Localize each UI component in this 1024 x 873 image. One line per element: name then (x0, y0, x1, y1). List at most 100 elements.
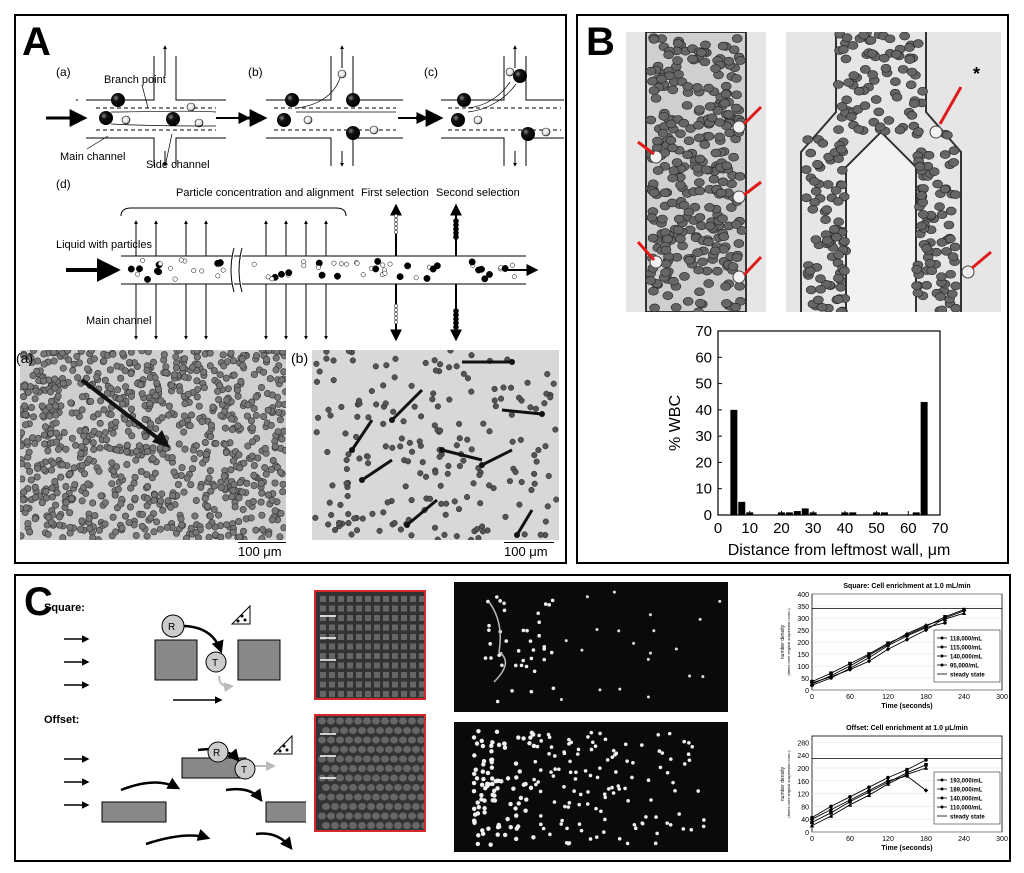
rbc (675, 234, 686, 244)
blood-cell (373, 401, 380, 408)
y-axis-label: (times over original suspension conc.) (786, 750, 791, 818)
rbc (942, 130, 953, 140)
blood-cell (429, 396, 436, 403)
rbc (648, 286, 659, 296)
rbc (723, 56, 735, 66)
red-blood-cell (180, 428, 188, 436)
post (365, 681, 371, 688)
selected-large-particle (453, 218, 459, 224)
fluorescent-cell (626, 798, 630, 803)
red-blood-cell (207, 433, 215, 441)
post (417, 717, 424, 725)
red-blood-cell (157, 497, 165, 505)
selected-small-particle (393, 225, 399, 231)
post (372, 774, 380, 782)
red-blood-cell (210, 505, 218, 513)
rbc (692, 163, 703, 173)
post (356, 653, 362, 659)
bar (873, 512, 881, 515)
blood-cell (464, 375, 471, 382)
post (349, 784, 357, 791)
data-point (866, 659, 872, 664)
rbc (712, 266, 723, 276)
post (356, 643, 362, 650)
red-blood-cell (193, 377, 201, 385)
blood-cell (524, 379, 531, 386)
post (347, 691, 353, 697)
red-blood-cell (282, 388, 286, 396)
red-blood-cell (174, 481, 182, 489)
blood-cell (456, 435, 463, 442)
selected-small-particle (393, 217, 399, 223)
red-blood-cell (207, 487, 215, 495)
rbc (666, 198, 678, 208)
blood-cell (544, 503, 551, 510)
data-point (923, 788, 929, 793)
post (338, 653, 344, 659)
red-blood-cell (267, 421, 275, 429)
rbc (948, 146, 960, 155)
rbc (866, 49, 878, 58)
post (365, 691, 371, 697)
post (419, 681, 424, 688)
fluorescent-cell (689, 827, 694, 832)
red-blood-cell (52, 429, 60, 437)
fluorescent-cell (495, 832, 500, 837)
post (338, 624, 344, 631)
small-particle (511, 274, 517, 280)
wbc-pointer-tip (389, 417, 395, 423)
rbc (667, 143, 678, 153)
post (419, 691, 424, 697)
fluorescent-cell (536, 780, 540, 784)
post (408, 755, 416, 763)
fluorescent-cell (687, 741, 691, 745)
rbc (694, 186, 706, 196)
blood-cell (479, 528, 486, 535)
small-particle (301, 263, 307, 269)
post (374, 653, 380, 659)
post (338, 605, 344, 612)
post (329, 615, 335, 621)
y-tick-label: 20 (695, 454, 712, 471)
red-blood-cell (276, 468, 284, 476)
bar (777, 512, 785, 515)
fluorescent-cell (515, 824, 521, 829)
fluorescent-cell (489, 749, 494, 754)
post (329, 643, 335, 650)
red-blood-cell (281, 401, 286, 409)
post (327, 812, 335, 820)
red-blood-cell (275, 408, 283, 416)
red-blood-cell (260, 368, 268, 376)
blood-cell (329, 482, 336, 489)
red-blood-cell (40, 431, 48, 439)
blood-cell (325, 521, 332, 528)
fluorescent-cell (534, 782, 538, 787)
rbc (660, 245, 672, 255)
y-tick-label: 350 (797, 604, 809, 611)
blood-cell (552, 426, 559, 433)
red-blood-cell (121, 512, 129, 520)
rbc (731, 90, 742, 100)
red-blood-cell (122, 383, 130, 391)
blood-cell (486, 428, 493, 435)
red-blood-cell (54, 445, 62, 453)
red-blood-cell (78, 462, 86, 470)
x-tick-label: 60 (846, 836, 854, 843)
red-blood-cell (20, 504, 25, 512)
large-particle (153, 267, 161, 275)
scale-bar-a-line (238, 542, 286, 543)
red-blood-cell (21, 411, 29, 419)
fluorescent-cell (567, 841, 572, 845)
red-blood-cell (253, 352, 261, 360)
post (367, 765, 375, 772)
fluorescent-cell (559, 822, 564, 826)
post (421, 765, 424, 772)
fluorescent-cell (489, 757, 494, 763)
wbc-pointer-arrow (350, 419, 374, 451)
rbc (700, 40, 711, 50)
rbc (714, 118, 726, 127)
blood-cell (532, 405, 540, 412)
post (327, 793, 335, 801)
fluorescent-cell (577, 802, 582, 807)
red-blood-cell (76, 526, 84, 534)
